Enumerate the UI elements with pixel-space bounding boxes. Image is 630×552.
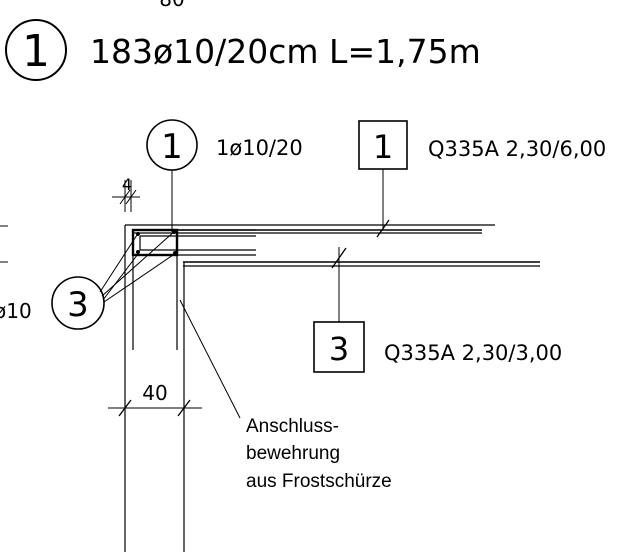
left-callout: ø10 3 (0, 229, 177, 330)
wall-width-tick-1 (118, 399, 132, 417)
note-line-2: bewehrung (246, 443, 340, 464)
mesh-top-description: Q335A 2,30/6,00 (428, 137, 606, 161)
left-leader-1 (99, 234, 138, 293)
cover-dimension: 4 (112, 175, 140, 212)
mesh-bottom-marker-number: 3 (329, 330, 349, 368)
main-position-marker-number: 1 (22, 26, 50, 77)
cover-dim-tick-1 (119, 189, 131, 205)
mesh-bottom-callout: 3 Q335A 2,30/3,00 (313, 247, 562, 373)
rebar-dot-1 (136, 232, 140, 236)
starter-bar-note: Anschluss- bewehrung aus Frostschürze (179, 299, 392, 492)
wall-width-dimension: 40 (108, 381, 202, 417)
note-line-1: Anschluss- (246, 416, 339, 437)
note-line-3: aus Frostschürze (246, 471, 392, 492)
left-clipped-label: ø10 (0, 299, 32, 323)
main-position-callout: 1 183ø10/20cm L=1,75m (5, 19, 481, 81)
main-position-description: 183ø10/20cm L=1,75m (90, 32, 481, 71)
wall-width-text: 40 (142, 381, 167, 405)
left-leader-3 (102, 253, 139, 301)
left-marker-number: 3 (67, 285, 89, 325)
bar-marker-number: 1 (161, 127, 183, 167)
main-position-marker-circle (5, 19, 67, 81)
wall-width-tick-2 (177, 399, 191, 417)
note-leader (179, 299, 241, 419)
rebar-dot-3 (136, 250, 140, 254)
mesh-top-tick (376, 219, 390, 238)
rebar-dot-4 (173, 251, 177, 255)
mesh-bottom-tick (331, 247, 347, 269)
mesh-bottom-description: Q335A 2,30/3,00 (384, 341, 562, 365)
rebar-dot-2 (172, 230, 176, 234)
left-marker-circle (51, 276, 105, 330)
bar-description: 1ø10/20 (216, 136, 303, 160)
top-clipped-label: 80 (159, 0, 184, 11)
corner-stirrup-bend (131, 228, 179, 257)
cover-dim-tick-2 (125, 189, 137, 205)
mesh-top-callout: 1 Q335A 2,30/6,00 (358, 120, 606, 238)
cover-dimension-text: 4 (122, 175, 132, 194)
left-leader-4 (103, 252, 177, 303)
mesh-top-marker-number: 1 (373, 128, 393, 166)
bar-callout: 1 1ø10/20 (146, 119, 303, 232)
structure-geometry (0, 224, 540, 552)
